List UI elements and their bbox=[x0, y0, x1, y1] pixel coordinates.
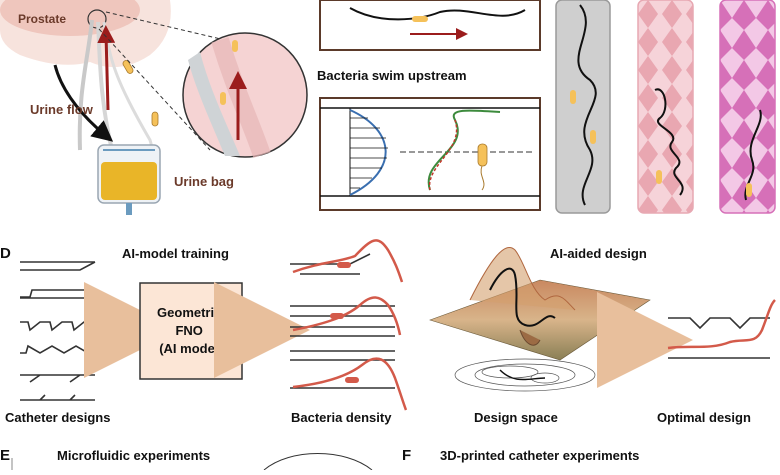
panel-f-letter: F bbox=[402, 447, 411, 464]
surface-peak bbox=[469, 247, 576, 311]
bacterium bbox=[337, 262, 351, 268]
catheter-designs-label: Catheter designs bbox=[5, 410, 110, 425]
bacterium bbox=[570, 90, 576, 104]
panel-d-letter: D bbox=[0, 245, 11, 262]
bag-outlet bbox=[126, 203, 132, 215]
contour bbox=[530, 372, 560, 384]
panel-f-title: 3D-printed catheter experiments bbox=[440, 448, 639, 463]
zoom-line bbox=[105, 11, 226, 41]
density-curve bbox=[292, 296, 402, 336]
bacterium bbox=[656, 170, 662, 184]
contour bbox=[474, 363, 576, 387]
optimization-path bbox=[489, 267, 556, 327]
bacteria-migration-arrow bbox=[97, 25, 116, 111]
urine-bag-label: Urine bag bbox=[174, 174, 234, 189]
bacterium bbox=[412, 16, 428, 22]
bacterium bbox=[232, 40, 238, 52]
bacterium bbox=[477, 143, 488, 167]
model-line-1: Geometric bbox=[157, 305, 221, 320]
model-line-3: (AI model) bbox=[159, 341, 223, 356]
contour bbox=[454, 358, 596, 392]
bacterium bbox=[122, 60, 134, 74]
contour-path bbox=[499, 369, 546, 381]
bacterium bbox=[345, 377, 359, 383]
swim-upstream-label: Bacteria swim upstream bbox=[317, 68, 467, 83]
urine-flow-label: Urine flow bbox=[30, 102, 94, 117]
smooth-catheter bbox=[555, 0, 611, 214]
bacteria-density-plots bbox=[290, 239, 408, 411]
optimal-density-curve bbox=[667, 299, 776, 350]
design-title: AI-aided design bbox=[550, 246, 647, 261]
panel-e-letter: E bbox=[0, 447, 10, 464]
urine-liquid bbox=[101, 162, 157, 200]
panel-e-title: Microfluidic experiments bbox=[57, 448, 210, 463]
bacterium bbox=[590, 130, 596, 144]
channel-wall-curve bbox=[349, 7, 526, 21]
bacteria-trajectory bbox=[577, 4, 597, 206]
panel-a-illustration: Prostate Urine flow Urine bag bbox=[0, 0, 308, 215]
urine-flow-arrow bbox=[53, 64, 114, 142]
design-space-label: Design space bbox=[474, 410, 558, 425]
surface-plane bbox=[429, 279, 651, 361]
zoom-tissue bbox=[211, 37, 271, 158]
microfluidic-arc bbox=[263, 453, 373, 471]
bacteria-density-label: Bacteria density bbox=[291, 410, 392, 425]
catheter-tube bbox=[77, 19, 94, 151]
density-curve bbox=[292, 357, 408, 411]
zoom-catheter-wall bbox=[188, 52, 240, 156]
model-line-2: FNO bbox=[175, 323, 202, 338]
bacterium bbox=[746, 183, 752, 197]
catheter-design-profiles bbox=[20, 261, 96, 401]
magenta-catheter bbox=[719, 0, 776, 214]
optimal-design-label: Optimal design bbox=[657, 410, 751, 425]
bacteria-trajectory bbox=[654, 88, 684, 196]
model-box-text: Geometric FNO (AI model) bbox=[157, 305, 225, 356]
zoom-line bbox=[98, 28, 211, 151]
flagellum bbox=[480, 165, 485, 191]
trajectory-red bbox=[429, 119, 458, 191]
channel-box-top bbox=[319, 0, 541, 51]
prostate-label: Prostate bbox=[18, 12, 66, 26]
design-space-surface bbox=[429, 247, 651, 392]
contour bbox=[481, 365, 539, 379]
training-title: AI-model training bbox=[122, 246, 229, 261]
panel-c-illustration bbox=[555, 0, 776, 214]
panel-b-illustration: Bacteria swim upstream bbox=[317, 0, 541, 211]
bacterium bbox=[151, 111, 159, 127]
velocity-vectors bbox=[350, 117, 388, 189]
bacterium bbox=[330, 313, 344, 319]
optimal-design-plot bbox=[667, 299, 776, 359]
bacterium bbox=[220, 92, 226, 105]
density-curve bbox=[292, 239, 404, 283]
surface-valley bbox=[519, 329, 541, 346]
